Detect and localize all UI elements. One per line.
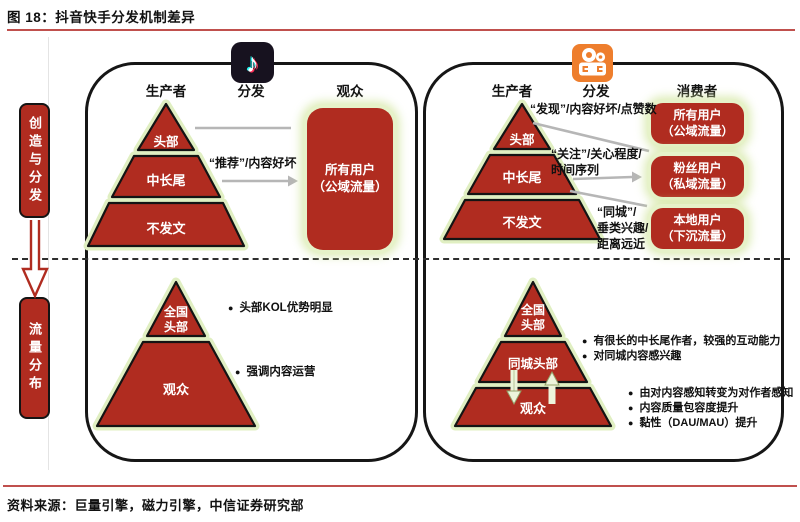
sidebar-top-text: 创造与分发: [27, 115, 42, 206]
kuaishou-logo-icon: [572, 44, 613, 82]
sidebar-label-traffic-distribution: 流量分布: [19, 297, 50, 419]
tier-national: 全国: [520, 302, 545, 317]
audience-box-line1: 所有用户: [324, 163, 375, 177]
tier-head2: 头部: [164, 319, 188, 334]
audience-box-line2: （公域流量）: [312, 180, 388, 194]
kuaishou-flow-city: “同城”/ 垂类兴趣/ 距离远近: [597, 204, 648, 252]
figure-title: 图 18：抖音快手分发机制差异: [7, 10, 196, 25]
douyin-audience-box: 所有用户 （公域流量）: [307, 108, 393, 250]
source-note: 资料来源：巨量引擎，磁力引擎，中信证券研究部: [7, 498, 305, 513]
bullet-icon: ●: [628, 403, 634, 413]
flow-city-line1: “同城”/: [597, 205, 637, 219]
kuaishou-box-all-users: 所有用户 （公域流量）: [651, 103, 744, 144]
kuaishou-bullets-bottom: ● 由对内容感知转变为对作者感知 ● 内容质量包容度提升 ● 黏性（DAU/MA…: [628, 386, 793, 431]
tier-national: 全国: [163, 304, 188, 319]
tier-city-head: 同城头部: [508, 356, 559, 371]
bullet-icon: ●: [582, 336, 588, 346]
kuaishou-box-local: 本地用户 （下沉流量）: [651, 208, 744, 249]
kuaishou-box-fans: 粉丝用户 （私域流量）: [651, 156, 744, 197]
douyin-logo-icon: ♪: [231, 42, 274, 83]
bullet-icon: ●: [628, 388, 634, 398]
sidebar-label-creation-distribution: 创造与分发: [19, 103, 50, 218]
kuaishou-col-producer: 生产者: [491, 84, 533, 99]
bullet-text: 黏性（DAU/MAU）提升: [639, 417, 758, 429]
douyin-bullet-1: ● 头部KOL优势明显: [228, 301, 333, 316]
kuaishou-flow-discover: “发现”/内容好坏/点赞数: [530, 102, 657, 116]
sidebar-bottom-text: 流量分布: [27, 322, 42, 394]
box-line2: （私域流量）: [661, 176, 734, 191]
kuaishou-bullets-mid: ● 有很长的中长尾作者，较强的互动能力 ● 对同城内容感兴趣: [582, 334, 780, 364]
bullet-icon: ●: [628, 418, 634, 428]
tier-audience: 观众: [163, 382, 189, 397]
title-rule: [7, 29, 795, 31]
douyin-col-audience: 观众: [336, 84, 364, 99]
down-arrow-icon: [21, 220, 49, 299]
box-line1: 粉丝用户: [673, 161, 722, 175]
douyin-col-producer: 生产者: [145, 84, 187, 99]
douyin-col-distribution: 分发: [237, 84, 265, 99]
camera-icon: [579, 48, 606, 76]
douyin-traffic-pyramid: 全国 头部 观众: [92, 277, 260, 431]
tier-midtail: 中长尾: [146, 173, 185, 188]
bullet-icon: ●: [582, 351, 588, 361]
douyin-bullet-2: ● 强调内容运营: [235, 365, 315, 380]
flow-city-line2: 垂类兴趣/: [597, 221, 649, 235]
box-line1: 本地用户: [673, 213, 722, 227]
tier-nopost: 不发文: [146, 221, 186, 236]
tier-head2: 头部: [521, 317, 545, 332]
tier-head: 头部: [153, 134, 179, 149]
dashed-separator: [12, 258, 790, 260]
music-note-icon: ♪: [246, 47, 259, 78]
box-line1: 所有用户: [673, 108, 722, 122]
bullet-icon: ●: [235, 367, 241, 377]
flow-follow-line2: 时间序列: [551, 163, 600, 177]
box-line2: （公域流量）: [661, 123, 734, 138]
bullet-text: 对同城内容感兴趣: [593, 350, 682, 362]
footer-rule: [3, 485, 797, 487]
bullet-text: 头部KOL优势明显: [239, 302, 333, 314]
box-line2: （下沉流量）: [661, 228, 734, 243]
faint-divider: [48, 37, 49, 470]
kuaishou-col-distribution: 分发: [582, 84, 610, 99]
tier-nopost: 不发文: [502, 215, 542, 230]
flow-city-line3: 距离远近: [597, 237, 646, 251]
douyin-producer-pyramid: 头部 中长尾 不发文: [83, 99, 249, 251]
kuaishou-traffic-pyramid: 全国 头部 同城头部 观众: [450, 277, 616, 431]
douyin-flow-label: “推荐”/内容好坏: [209, 156, 297, 170]
kuaishou-col-consumer: 消费者: [676, 84, 718, 99]
bullet-icon: ●: [228, 303, 234, 313]
tier-head: 头部: [509, 132, 535, 147]
bullet-text: 由对内容感知转变为对作者感知: [639, 387, 794, 399]
bullet-text: 内容质量包容度提升: [639, 402, 739, 414]
kuaishou-flow-follow: “关注”/关心程度/ 时间序列: [551, 146, 642, 178]
bullet-text: 有很长的中长尾作者，较强的互动能力: [593, 335, 781, 347]
flow-follow-line1: “关注”/关心程度/: [551, 147, 642, 161]
bidirectional-arrows-icon: [506, 370, 560, 406]
tier-midtail: 中长尾: [502, 170, 541, 185]
tier-audience: 观众: [520, 401, 546, 416]
bullet-text: 强调内容运营: [246, 366, 316, 378]
